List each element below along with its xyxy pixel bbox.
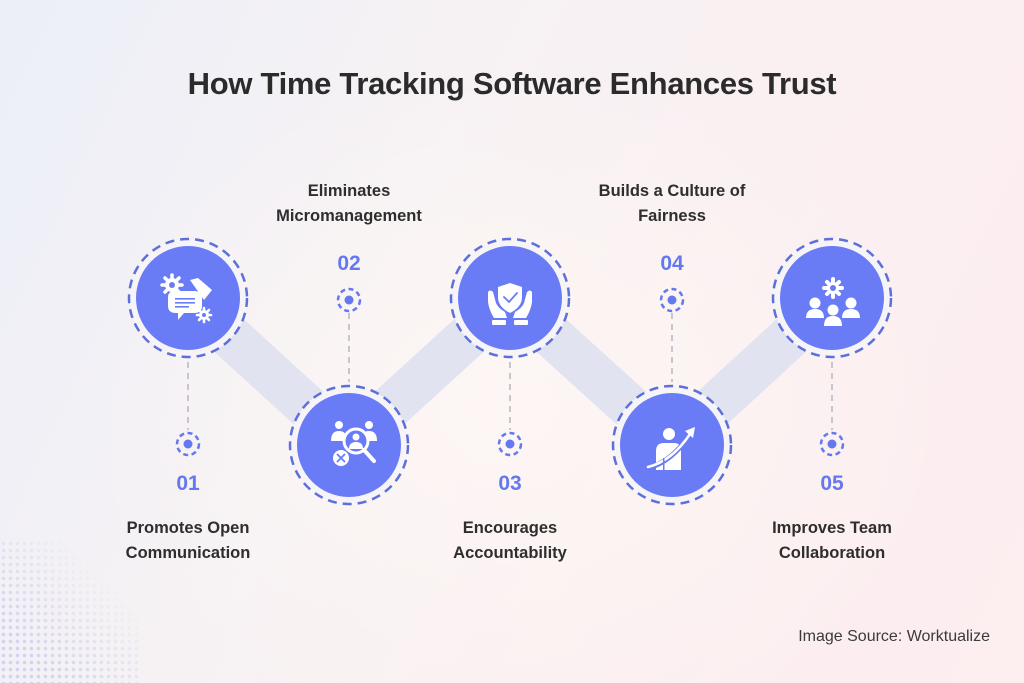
- marker-03: [497, 431, 523, 457]
- person-growth-arrow-icon: [646, 427, 695, 471]
- step-number-04: 04: [660, 252, 684, 275]
- step-label-04: Builds a Culture of Fairness: [562, 179, 782, 229]
- step-label-05-line2: Collaboration: [778, 544, 886, 562]
- megaphone-chat-gears-icon: [160, 273, 213, 324]
- step-number-02: 02: [337, 252, 361, 275]
- hands-shield-check-icon: [488, 283, 532, 325]
- step-label-03: Encourages Accountability: [400, 516, 620, 566]
- step-label-04-line1: Builds a Culture of: [598, 182, 746, 200]
- step-label-02-line1: Eliminates: [307, 182, 391, 200]
- page-title: How Time Tracking Software Enhances Trus…: [187, 66, 837, 101]
- step-label-03-line2: Accountability: [453, 544, 567, 562]
- marker-04: [659, 287, 685, 313]
- step-number-05: 05: [820, 472, 844, 495]
- step-label-04-line2: Fairness: [638, 207, 706, 225]
- marker-02: [336, 287, 362, 313]
- step-label-05: Improves Team Collaboration: [722, 516, 942, 566]
- step-label-03-line1: Encourages: [462, 519, 558, 537]
- step-label-02-line2: Micromanagement: [276, 207, 422, 225]
- step-label-01-line2: Communication: [125, 544, 251, 562]
- step-label-01-line1: Promotes Open: [126, 519, 250, 537]
- connector-lines: [187, 313, 833, 430]
- decorative-dot-grid: [0, 540, 140, 683]
- step-label-01: Promotes Open Communication: [78, 516, 298, 566]
- marker-05: [819, 431, 845, 457]
- people-search-x-icon: [331, 421, 377, 466]
- image-source-credit: Image Source: Worktualize: [798, 628, 990, 645]
- step-label-05-line1: Improves Team: [772, 519, 892, 537]
- marker-01: [175, 431, 201, 457]
- step-label-02: Eliminates Micromanagement: [239, 179, 459, 229]
- step-number-01: 01: [176, 472, 200, 495]
- step-number-03: 03: [498, 472, 522, 495]
- team-gear-icon: [806, 277, 860, 326]
